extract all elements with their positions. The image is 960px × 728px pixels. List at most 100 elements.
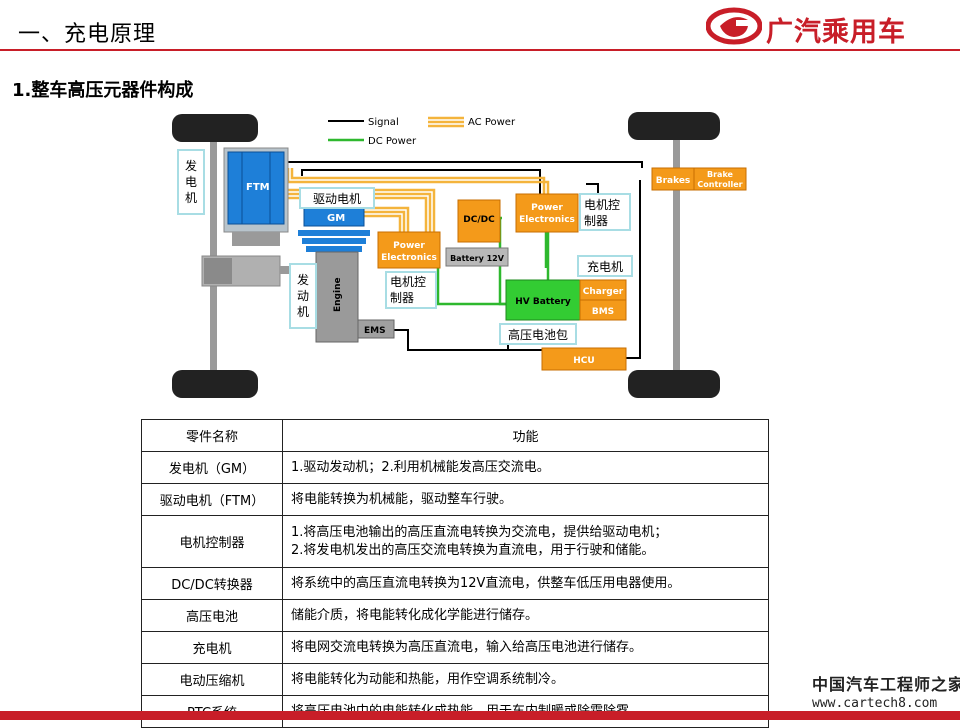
differential-hub [204, 258, 232, 284]
callout-charger [577, 255, 633, 277]
page-title: 一、充电原理 [18, 22, 157, 47]
charger-label: Charger [583, 287, 624, 297]
table-header-row: 零件名称 功能 [141, 419, 769, 452]
table-row: 电机控制器 1.将高压电池输出的高压直流电转换为交流电，提供给驱动电机； 2.将… [141, 515, 769, 568]
battery-12v-label: Battery 12V [450, 254, 505, 263]
components-table: 零件名称 功能 发电机（GM） 1.驱动发动机；2.利用机械能发高压交流电。 驱… [141, 419, 769, 728]
power-electronics-right [515, 193, 579, 233]
table-row: DC/DC转换器 将系统中的高压直流电转换为12V直流电，供整车低压用电器使用。 [141, 567, 769, 600]
callout-generator [177, 149, 205, 215]
watermark-url: www.cartech8.com [812, 696, 938, 711]
callout-engine-2: 动 [297, 289, 309, 303]
gac-logo-icon [705, 7, 763, 45]
cell-name: 高压电池 [141, 599, 283, 632]
ems-block [357, 319, 395, 339]
hcu-block [541, 347, 627, 371]
ftm-block [227, 151, 285, 225]
brakes-label: Brakes [656, 176, 691, 186]
ems-label: EMS [364, 326, 386, 336]
power-electronics-left [377, 231, 441, 269]
hv-battery [505, 279, 581, 321]
col-header-name: 零件名称 [141, 419, 283, 452]
callout-generator-2: 电 [185, 175, 197, 189]
col-header-func: 功能 [282, 419, 769, 452]
callout-drive-motor-text: 驱动电机 [313, 192, 361, 206]
battery-12v [445, 247, 509, 267]
callout-motor-ctrl-left-1: 电机控 [390, 275, 426, 289]
section-title: 1.整车高压元器件构成 [12, 80, 194, 101]
callout-engine [289, 263, 317, 329]
func-line: 1.驱动发动机；2.利用机械能发高压交流电。 [291, 459, 550, 475]
wheel-rear-left [628, 112, 720, 140]
func-line: 将电能转换为机械能，驱动整车行驶。 [291, 491, 513, 507]
brake-controller-line1: Brake [707, 170, 734, 179]
table-row: 电动压缩机 将电能转化为动能和热能，用作空调系统制冷。 [141, 663, 769, 696]
footer-bar [0, 711, 960, 720]
func-line: 2.将发电机发出的高压交流电转换为直流电，用于行驶和储能。 [291, 542, 655, 558]
callout-motor-ctrl-left-2: 制器 [390, 291, 414, 305]
func-line: 储能介质，将电能转化成化学能进行储存。 [291, 607, 539, 623]
cell-func: 储能介质，将电能转化成化学能进行储存。 [282, 599, 769, 632]
cell-func: 1.将高压电池输出的高压直流电转换为交流电，提供给驱动电机； 2.将发电机发出的… [282, 515, 769, 568]
cell-name: 发电机（GM） [141, 451, 283, 484]
signal-wire-top [285, 150, 643, 168]
table-row: 发电机（GM） 1.驱动发动机；2.利用机械能发高压交流电。 [141, 451, 769, 484]
cell-func: 将电能转换为机械能，驱动整车行驶。 [282, 483, 769, 516]
legend-signal: Signal [368, 117, 399, 128]
wheel-rear-right [628, 370, 720, 398]
cell-name: 电动压缩机 [141, 663, 283, 696]
cell-name: DC/DC转换器 [141, 567, 283, 600]
cell-name: 充电机 [141, 631, 283, 664]
dcdc-label: DC/DC [463, 215, 495, 225]
brake-controller-line2: Controller [697, 180, 742, 189]
callout-hv-pack [499, 323, 577, 345]
engine-block [315, 251, 359, 343]
dcdc-block [457, 199, 501, 243]
legend-ac: AC Power [468, 117, 516, 128]
wheel-front-right [172, 370, 258, 398]
rear-axle [673, 132, 680, 392]
hv-battery-label: HV Battery [515, 297, 571, 307]
legend-dc: DC Power [368, 136, 417, 147]
func-line: 将电网交流电转换为高压直流电，输入给高压电池进行储存。 [291, 639, 643, 655]
cell-name: 电机控制器 [141, 515, 283, 568]
callout-engine-3: 机 [297, 305, 309, 319]
callout-generator-3: 机 [185, 191, 197, 205]
gm-label: GM [327, 213, 345, 224]
callout-engine-1: 发 [297, 272, 309, 287]
engine-label: Engine [333, 277, 343, 312]
cell-func: 1.驱动发动机；2.利用机械能发高压交流电。 [282, 451, 769, 484]
callout-charger-text: 充电机 [587, 259, 623, 274]
pe-left-line1: Power [393, 241, 425, 251]
func-line: 将电能转化为动能和热能，用作空调系统制冷。 [291, 671, 565, 687]
bms-label: BMS [592, 307, 614, 317]
table-row: 充电机 将电网交流电转换为高压直流电，输入给高压电池进行储存。 [141, 631, 769, 664]
cell-func: 将电能转化为动能和热能，用作空调系统制冷。 [282, 663, 769, 696]
wheel-front-left [172, 114, 258, 142]
brand-name: 广汽乘用车 [766, 17, 906, 48]
cell-func: 将系统中的高压直流电转换为12V直流电，供整车低压用电器使用。 [282, 567, 769, 600]
brand-logo: 广汽乘用车 [705, 6, 952, 48]
callout-motor-ctrl-right [579, 193, 631, 231]
hv-component-diagram: Signal AC Power DC Power FTM GM En [168, 108, 752, 416]
watermark: 中国汽车工程师之家 www.cartech8.com [812, 671, 960, 711]
callout-motor-ctrl-right-1: 电机控 [584, 198, 620, 212]
callout-hv-pack-text: 高压电池包 [508, 327, 568, 342]
callout-motor-ctrl-right-2: 制器 [584, 214, 608, 228]
header-divider [0, 49, 960, 51]
ftm-label: FTM [246, 182, 270, 193]
cell-func: 将电网交流电转换为高压直流电，输入给高压电池进行储存。 [282, 631, 769, 664]
pe-right-line2: Electronics [519, 215, 575, 225]
hcu-label: HCU [573, 356, 594, 366]
bms-block [579, 299, 627, 321]
table-row: 驱动电机（FTM） 将电能转换为机械能，驱动整车行驶。 [141, 483, 769, 516]
callout-drive-motor [299, 187, 375, 209]
brake-controller-block [693, 167, 747, 191]
table-row: 高压电池 储能介质，将电能转化成化学能进行储存。 [141, 599, 769, 632]
callout-generator-1: 发 [185, 158, 197, 173]
func-line: 将系统中的高压直流电转换为12V直流电，供整车低压用电器使用。 [291, 575, 681, 591]
pe-right-line1: Power [531, 203, 563, 213]
cell-name: 驱动电机（FTM） [141, 483, 283, 516]
callout-motor-ctrl-left [385, 271, 437, 309]
watermark-cn: 中国汽车工程师之家 [812, 675, 960, 694]
